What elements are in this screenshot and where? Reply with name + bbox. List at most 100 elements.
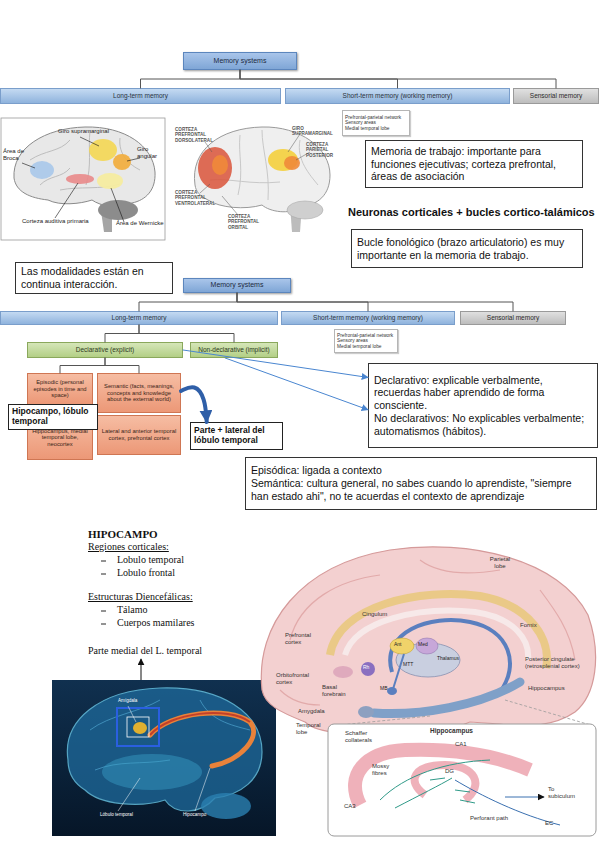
anatomy-label: Posterior cingulate (retrosplenial corte…: [525, 656, 593, 670]
anatomy-label: Temporal lobe: [296, 722, 326, 736]
anatomy-label: Basal forebrain: [322, 684, 358, 698]
image-frame: [1, 118, 165, 240]
prefrontal-area: [198, 147, 232, 189]
schaffer-path: [380, 760, 490, 800]
mtt-structure: [393, 654, 404, 689]
note-text: Regiones corticales:: [88, 541, 169, 553]
note-box: Las modalidades están en continua intera…: [15, 262, 173, 294]
dentate-gyrus: [415, 765, 476, 800]
node-text: Declarative (explicit): [28, 346, 182, 353]
anatomy-label: Amígdala: [118, 698, 137, 703]
anatomy-label: CORTEZA PREFRONTAL ORBITAL: [228, 214, 264, 230]
memory-band: Long-term memory: [0, 311, 278, 325]
mammillary-body: [387, 687, 397, 695]
medial-brain-illustration: [261, 547, 596, 836]
note-box: Bucle fonológico (brazo articulatorio) e…: [351, 229, 583, 268]
anatomy-label: CORTEZA PREFRONTAL DORSOLATERAL: [175, 127, 217, 143]
brain-lateral-illustration: [1, 118, 165, 240]
type-box: Lateral and anterior temporal cortex, pr…: [97, 415, 181, 455]
anatomy-label: Thalamus: [437, 656, 459, 662]
highlight-square: [127, 717, 149, 737]
memory-band: Short-term memory (working memory): [285, 88, 510, 104]
node-text: Memory systems: [184, 281, 290, 289]
node-text: Lateral and anterior temporal cortex, pr…: [100, 428, 178, 441]
anatomy-label: Fornix: [520, 622, 537, 629]
hippocampus-structure: [374, 682, 520, 714]
note-text: Lobulo frontal: [117, 567, 175, 579]
tree-connector: [139, 325, 234, 342]
amygdala-structure: [133, 722, 147, 734]
node-text: Semantic (facts, meanings, concepts and …: [100, 383, 178, 403]
memory-band: Sensorial memory: [460, 311, 566, 325]
arrow-connector: [183, 350, 368, 377]
anatomy-label: Giro angular: [137, 146, 161, 160]
node-text: Non-declarative (implicit): [191, 346, 277, 353]
amygdala-structure: [358, 706, 374, 718]
region-box: Prefrontal-parietal networkSensory areas…: [334, 329, 398, 353]
anatomy-label: Corteza auditiva primaria: [22, 218, 89, 225]
anatomy-label: Lóbulo temporal: [100, 812, 133, 817]
auditory-area: [66, 174, 94, 184]
node-text: Hipocampo, lóbulo temporal: [12, 407, 94, 427]
hippocampus-structure: [150, 713, 254, 766]
root-box: Memory systems: [183, 278, 291, 293]
temporal-lobe-area: [102, 754, 202, 790]
node-text: Sensory areas: [337, 338, 395, 344]
subiculum-arrow: [505, 797, 544, 798]
tree-connector: [60, 358, 105, 373]
neuron-mark: [430, 778, 475, 803]
node-text: Sensorial memory: [514, 92, 598, 99]
anatomy-label: Schaffer collaterals: [345, 730, 385, 744]
anatomy-label: CA3: [344, 803, 356, 810]
anatomy-label: Cingulum: [362, 611, 387, 618]
anatomy-label: Hipocampo: [183, 812, 206, 817]
cerebellum: [201, 793, 251, 819]
anatomy-label: Ant: [394, 642, 402, 648]
anatomy-label: Amygdala: [298, 708, 325, 715]
fornix-structure: [150, 713, 250, 735]
parietal-core: [284, 156, 300, 170]
medial-nucleus: [416, 638, 438, 654]
anatomy-label: CORTEZA PREFRONTAL VENTROLATERAL: [175, 190, 217, 206]
tree-connector: [237, 293, 513, 311]
tree-connector: [240, 70, 398, 88]
node-text: Sensory areas: [345, 120, 407, 126]
cerebellum: [98, 200, 138, 220]
anatomy-label: GIRO SUPRAMARGINAL: [292, 126, 332, 137]
illustration-shape: [101, 574, 106, 575]
root-box: Memory systems: [183, 52, 297, 70]
anatomy-label: Hippocampus: [430, 727, 473, 734]
angular-area: [113, 154, 131, 170]
callout-box: Parte + lateral del lóbulo temporal: [190, 422, 283, 450]
brain-outline: [261, 547, 595, 735]
memory-band: Sensorial memory: [513, 88, 599, 104]
anatomy-label: Orbitofrontal cortex: [276, 672, 312, 686]
node-text: Prefrontal-parietal network: [337, 333, 395, 339]
anatomy-label: Perforant path: [470, 815, 510, 822]
gyrus-line: [280, 560, 575, 705]
zoom-line: [330, 700, 594, 726]
leader-line: [118, 706, 210, 811]
tree-connector: [105, 358, 139, 373]
mossy-path: [395, 778, 452, 808]
memory-band: Short-term memory (working memory): [281, 311, 455, 325]
anatomy-label: MB: [380, 686, 388, 692]
fornix-structure: [390, 620, 510, 692]
anatomy-label: Hippocampus: [528, 685, 565, 692]
note-text: Parte medial del L. temporal: [88, 645, 202, 657]
node-text: Hippocampus, medial temporal lobe, neoco…: [30, 428, 90, 448]
ca-field: [355, 750, 530, 805]
anatomy-label: CA1: [455, 741, 467, 748]
category-box: Declarative (explicit): [27, 342, 183, 358]
rh-structure: [361, 662, 375, 676]
note-box: Memoria de trabajo: importante para func…: [365, 140, 583, 188]
wernicke-area: [97, 173, 123, 189]
brain-outline: [67, 688, 262, 811]
anatomy-label: Área de Broca: [3, 148, 33, 162]
node-text: Medial temporal lobe: [337, 344, 395, 350]
node-text: Episódica: ligada a contexto: [251, 464, 591, 477]
memory-band: Long-term memory: [0, 88, 281, 104]
note-text: Neuronas corticales + bucles cortico-tal…: [348, 206, 595, 219]
brain-outline: [194, 127, 330, 212]
